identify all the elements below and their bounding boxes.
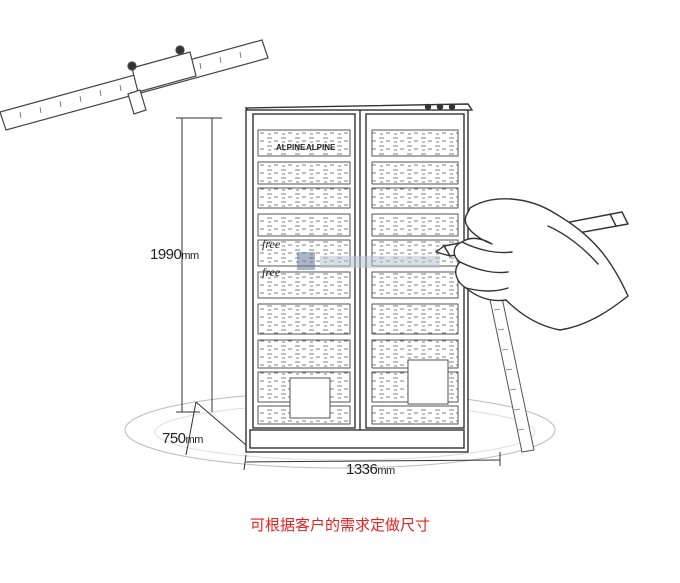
width-dimension-label: 1336mm — [346, 461, 395, 478]
watermark-logo — [297, 252, 440, 270]
left-shelves — [257, 129, 351, 425]
customization-caption: 可根据客户的需求定做尺寸 — [249, 516, 430, 534]
height-dimension-label: 1990mm — [150, 246, 199, 263]
depth-dimension-label: 750mm — [162, 430, 203, 447]
product-label-promo-2: free — [262, 265, 281, 279]
product-label-promo-1: free — [262, 237, 281, 251]
measuring-tape-icon — [487, 287, 535, 453]
product-label-brand-left: ALPINE — [276, 143, 306, 152]
vernier-caliper-icon — [0, 39, 269, 131]
width-dimension-line — [243, 452, 501, 471]
height-dimension-line — [176, 117, 222, 413]
hand-with-pencil-icon — [435, 198, 629, 331]
product-label-brand-mid: ALPINE — [306, 143, 336, 152]
left-door — [252, 113, 356, 429]
product-shelves — [257, 129, 459, 425]
depth-dimension-line — [185, 401, 247, 456]
